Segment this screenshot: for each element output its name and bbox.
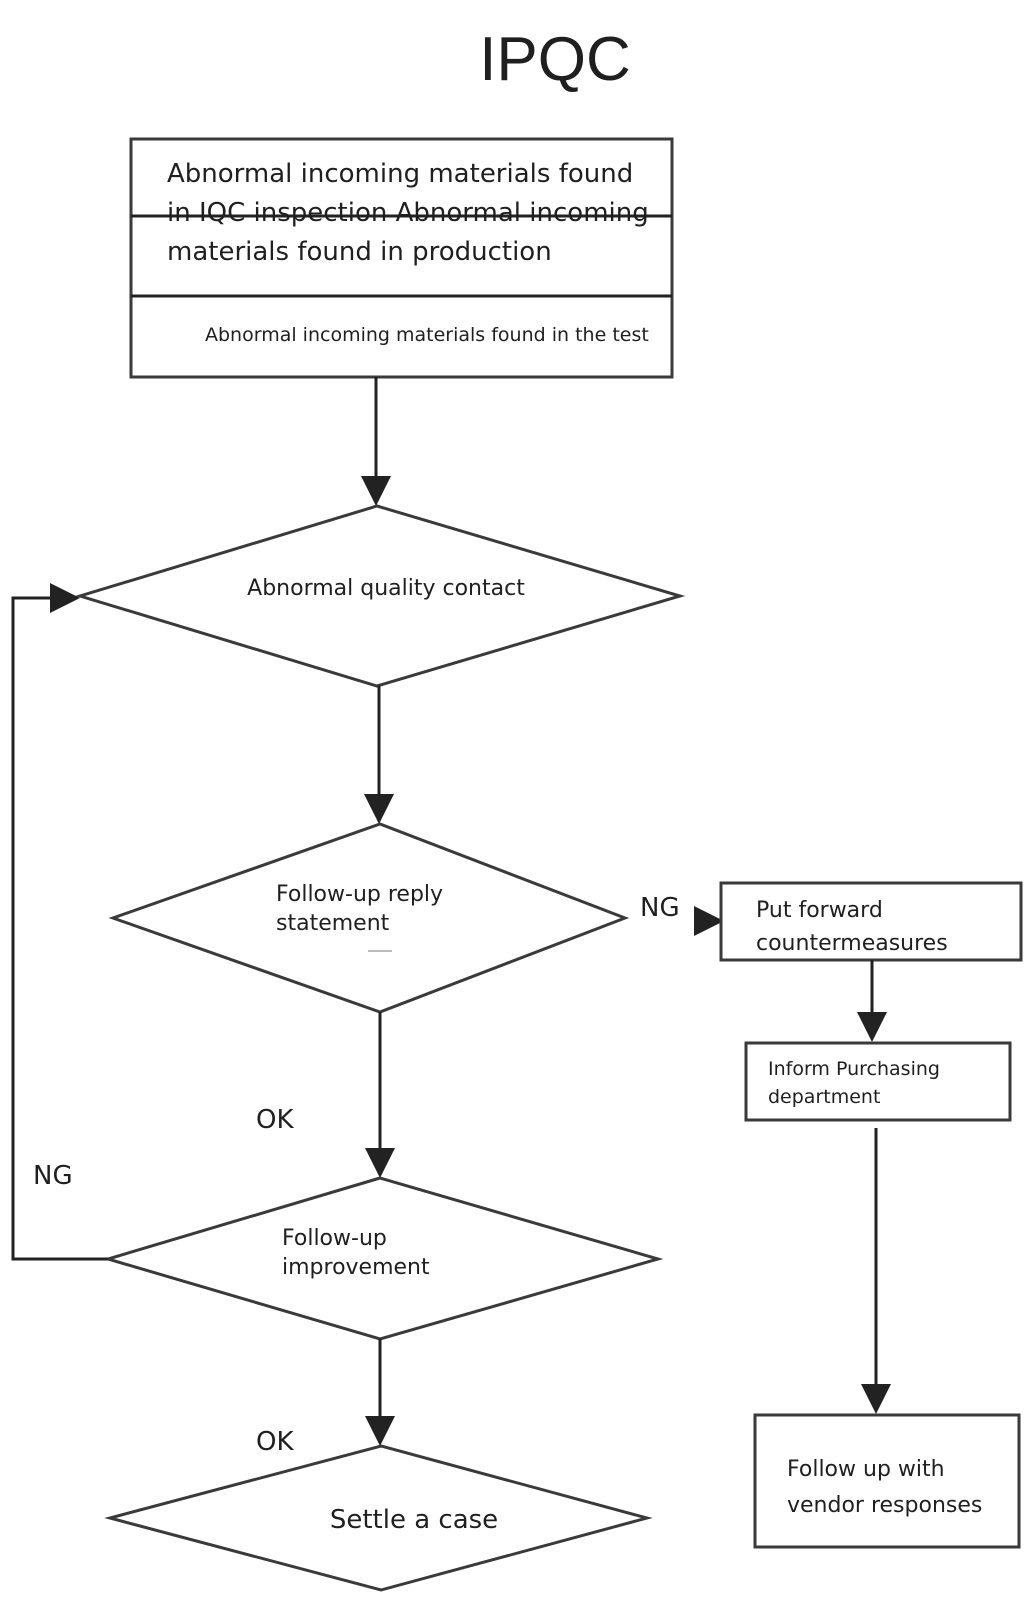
edge-label-reply-ng: NG <box>640 893 680 923</box>
decision-improve-line-1: Follow-up <box>282 1226 387 1251</box>
countermeasures-line-1: Put forward <box>756 898 883 923</box>
countermeasures-line-2: countermeasures <box>756 931 948 956</box>
arrow-improve-ng-loop <box>11 583 108 1261</box>
start-box: Abnormal incoming materials found in IQC… <box>129 137 674 379</box>
diagram-title: IPQC <box>479 25 631 94</box>
edge-label-improve-ng: NG <box>33 1161 73 1191</box>
decision-reply-line-1: Follow-up reply <box>276 882 443 907</box>
box-follow-up-vendor: Follow up with vendor responses <box>753 1413 1021 1549</box>
start-box-line-3: materials found in production <box>167 237 552 267</box>
decision-abnormal-quality-contact: Abnormal quality contact <box>74 504 686 688</box>
decision-follow-up-improvement: Follow-up improvement <box>102 1176 664 1341</box>
box-inform-purchasing: Inform Purchasing department <box>744 1041 1012 1122</box>
decision-contact-label: Abnormal quality contact <box>247 576 525 601</box>
start-box-line-2: in IQC inspection Abnormal incoming <box>167 198 649 228</box>
start-box-line-1: Abnormal incoming materials found <box>167 159 633 189</box>
start-box-test-line: Abnormal incoming materials found in the… <box>205 324 649 346</box>
edge-label-reply-ok: OK <box>256 1105 294 1135</box>
box-put-forward-countermeasures: Put forward countermeasures <box>719 881 1023 962</box>
decision-reply-line-2: statement <box>276 911 390 936</box>
inform-line-2: department <box>768 1086 880 1108</box>
decision-settle-a-case: Settle a case <box>104 1444 653 1592</box>
decision-improve-line-2: improvement <box>282 1255 430 1280</box>
edge-label-improve-ok: OK <box>256 1427 294 1457</box>
vendor-line-1: Follow up with <box>787 1457 945 1482</box>
decision-follow-up-reply: Follow-up reply statement <box>108 822 630 1014</box>
inform-line-1: Inform Purchasing <box>768 1058 940 1080</box>
settle-label: Settle a case <box>330 1505 498 1535</box>
vendor-line-2: vendor responses <box>787 1493 982 1518</box>
